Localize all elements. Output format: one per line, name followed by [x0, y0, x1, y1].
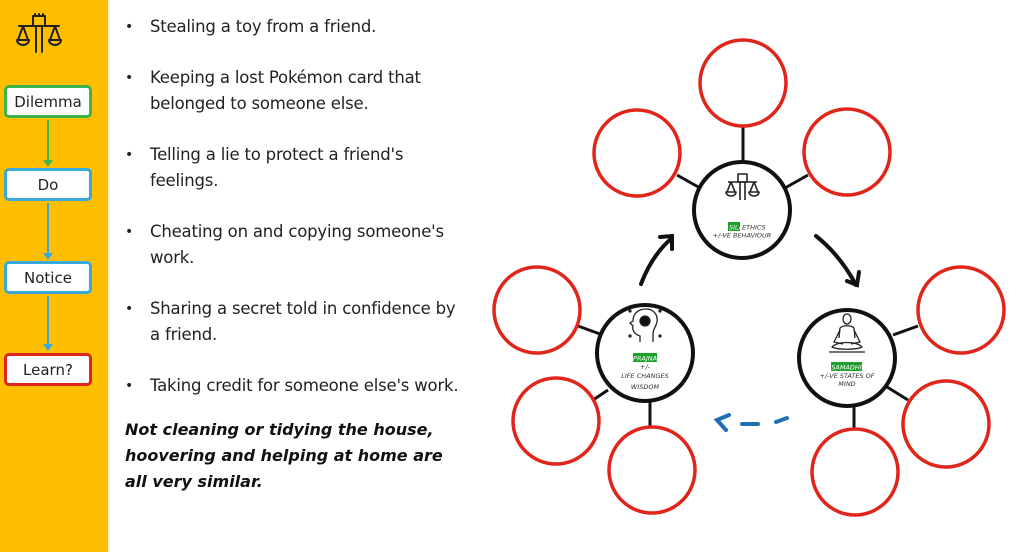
prajna-line1: +/-: [640, 363, 651, 371]
flow-connector: [47, 203, 49, 257]
sila-line2: +/-VE BEHAVIOUR: [713, 232, 772, 240]
prajna-line3: WISDOM: [631, 383, 660, 391]
satellite-circle[interactable]: [901, 379, 991, 469]
cycle-arrows: [639, 233, 861, 288]
list-item: • Taking credit for someone else's work.: [125, 373, 470, 399]
flow-connector: [47, 296, 49, 348]
list-item: • Keeping a lost Pokémon card that belong…: [125, 65, 470, 117]
prajna-line2: LIFE CHANGES: [621, 372, 668, 380]
arrow-prajna-to-sila: [639, 236, 674, 286]
list-item: • Cheating on and copying someone's work.: [125, 219, 470, 271]
list-item: • Telling a lie to protect a friend's fee…: [125, 142, 470, 194]
connector-line: [892, 324, 919, 337]
tag-highlight: [831, 362, 862, 371]
sila-line1: ETHICS: [742, 224, 766, 232]
flow-connector: [47, 120, 49, 164]
meditation-icon: [829, 313, 865, 353]
satellite-circle[interactable]: [916, 265, 1006, 355]
satellite-circle[interactable]: [511, 376, 601, 466]
connector-lines: [577, 126, 919, 428]
satellite-circle[interactable]: [698, 38, 788, 128]
connector-line: [577, 324, 601, 336]
flow-label: Do: [37, 175, 59, 194]
satellite-circle[interactable]: [492, 265, 582, 355]
satellite-circle[interactable]: [592, 108, 682, 198]
list-item-text: Telling a lie to protect a friend's feel…: [150, 145, 404, 190]
satellite-circle[interactable]: [810, 427, 900, 517]
satellite-circle[interactable]: [802, 107, 892, 197]
list-item: • Stealing a toy from a friend.: [125, 14, 470, 40]
bullet-list: • Stealing a toy from a friend. • Keeping …: [125, 14, 470, 399]
dash-segment: [774, 416, 789, 424]
samadhi-tag: SAMADHI: [831, 364, 862, 372]
list-item-text: Taking credit for someone else's work.: [150, 376, 459, 395]
arrowhead-icon: [845, 270, 861, 288]
flow-step-dilemma: Dilemma: [4, 85, 92, 118]
satellite-circles: [492, 38, 1006, 517]
bullet-icon: •: [125, 70, 134, 86]
flow-label: Dilemma: [14, 92, 82, 111]
samadhi-node: [797, 308, 897, 408]
prajna-tag: PRAJNA: [633, 355, 657, 363]
arrowhead-icon: [43, 344, 53, 351]
sila-tag: SILA: [729, 224, 743, 232]
list-item-text: Stealing a toy from a friend.: [150, 17, 377, 36]
connector-line: [592, 388, 609, 402]
flow-step-notice: Notice: [4, 261, 92, 294]
tag-highlight: [633, 353, 657, 362]
flow-label: Notice: [24, 268, 72, 287]
bullet-icon: •: [125, 147, 134, 163]
flow-step-do: Do: [4, 168, 92, 201]
list-item-text: Sharing a secret told in confidence by a…: [150, 299, 456, 344]
satellite-circle[interactable]: [607, 425, 697, 515]
list-item-text: Keeping a lost Pokémon card that belonge…: [150, 68, 421, 113]
flow-label: Learn?: [23, 360, 73, 379]
scales-fist-icon: [725, 173, 760, 200]
samadhi-line1: +/-VE STATES OF: [820, 372, 875, 380]
bullet-icon: •: [125, 378, 134, 394]
arrowhead-icon: [658, 233, 674, 251]
dashed-return-arrow: [713, 413, 789, 432]
bullet-icon: •: [125, 224, 134, 240]
arrow-sila-to-samadhi: [814, 234, 858, 287]
scales-fist-icon: [16, 13, 62, 53]
arrowhead-icon: [713, 413, 731, 432]
bullet-icon: •: [125, 301, 134, 317]
list-item: • Sharing a secret told in confidence by …: [125, 296, 470, 348]
arrowhead-icon: [43, 160, 53, 167]
head-brain-icon: [628, 308, 662, 342]
dilemma-list: • Stealing a toy from a friend. • Keeping …: [125, 14, 470, 495]
note-text: Not cleaning or tidying the house, hoove…: [125, 420, 443, 491]
flow-step-learn: Learn?: [4, 353, 92, 386]
sila-node: [692, 160, 792, 260]
samadhi-line2: MIND: [838, 380, 855, 388]
connector-line: [886, 385, 909, 402]
list-item-text: Cheating on and copying someone's work.: [150, 222, 444, 267]
connector-line: [676, 173, 701, 190]
sidebar: Dilemma Do Notice Learn?: [0, 0, 110, 552]
connector-line: [784, 173, 809, 190]
arrowhead-icon: [43, 253, 53, 260]
bullet-icon: •: [125, 19, 134, 35]
tag-highlight: [728, 222, 740, 231]
